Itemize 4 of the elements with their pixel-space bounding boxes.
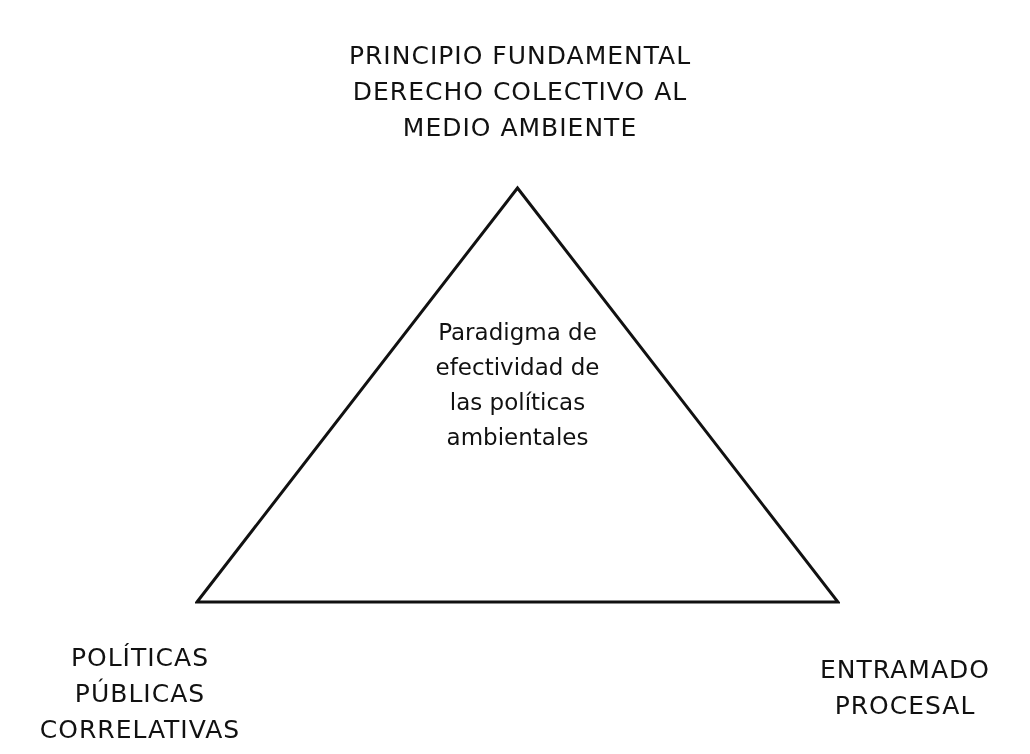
apex-label: PRINCIPIO FUNDAMENTAL DERECHO COLECTIVO AL MEDIO AMBIENTE <box>347 40 693 144</box>
corner-label: ENTRAMADO PROCESAL <box>819 654 991 722</box>
corner-label: POLÍTICAS PÚBLICAS CORRELATIVAS <box>38 642 242 746</box>
center-text: Paradigma de efectividad de las políticas ambientales <box>434 318 601 452</box>
